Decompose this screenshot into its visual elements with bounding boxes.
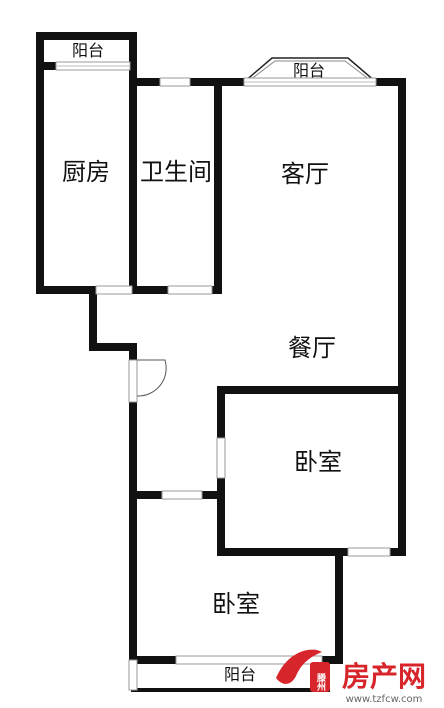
window-living-top	[243, 77, 377, 87]
room-label-kitchen: 厨房	[62, 158, 110, 186]
bathroom-partition	[129, 78, 222, 294]
walls	[36, 32, 406, 664]
door-bathroom	[167, 285, 213, 295]
room-label-dining-room: 餐厅	[288, 334, 336, 362]
watermark-logo-text: 房产网	[342, 660, 426, 693]
room-label-bedroom-middle: 卧室	[294, 448, 342, 476]
balcony-label-kitchen: 阳台	[72, 41, 104, 60]
window-middle-bedroom	[347, 547, 391, 557]
room-label-bathroom: 卫生间	[140, 158, 212, 186]
watermark-logo-icon	[276, 649, 330, 692]
window-bathroom-top	[159, 77, 191, 87]
balcony-label-living: 阳台	[293, 61, 325, 80]
windows	[55, 61, 391, 691]
watermark-city-text: 滕州	[315, 672, 327, 692]
watermark: 滕州 房产网 www.tzfcw.com	[276, 649, 426, 705]
door-kitchen	[95, 285, 133, 295]
door-middle-bedroom	[216, 437, 226, 479]
corridor-walls	[89, 286, 137, 364]
room-label-bedroom-bottom: 卧室	[212, 590, 260, 618]
watermark-url: www.tzfcw.com	[346, 694, 423, 705]
window-kitchen-balcony	[55, 61, 131, 71]
room-label-living-room: 客厅	[281, 160, 329, 188]
balcony-label-bottom: 阳台	[224, 665, 256, 684]
window-bottom-bedroom	[175, 655, 323, 665]
window-bottom-balcony-left	[128, 659, 138, 691]
door-bottom-bedroom	[161, 490, 203, 500]
entrance-door	[128, 359, 167, 403]
